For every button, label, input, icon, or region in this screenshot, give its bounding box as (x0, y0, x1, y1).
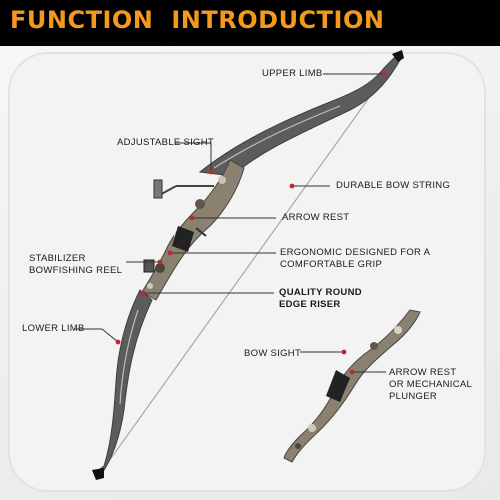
leader-lines (74, 73, 386, 373)
label-bowfishing-reel: BOWFISHING REEL (29, 265, 123, 276)
label-arrow-rest: ARROW REST (282, 212, 350, 223)
header-bar: FUNCTION INTRODUCTION (0, 0, 500, 46)
label-quality-riser: QUALITY ROUND EDGE RISER (279, 287, 362, 311)
label-stabilizer-reel: STABILIZER BOWFISHING REEL (29, 253, 122, 277)
sight-pin-block (153, 179, 163, 199)
arrow-rest-arm (195, 227, 207, 237)
title-word-introduction: INTRODUCTION (171, 6, 385, 34)
label-ergonomic-line1: ERGONOMIC DESIGNED FOR A (280, 247, 431, 258)
label-ergonomic-line2: COMFORTABLE GRIP (280, 259, 383, 270)
label-quality-line2: EDGE RISER (279, 299, 341, 310)
upper-limb-tip (392, 50, 404, 62)
label-bow-sight: BOW SIGHT (244, 348, 302, 359)
lower-limb-shape (95, 289, 153, 477)
label-stabilizer: STABILIZER (29, 253, 86, 264)
riser-shape (141, 159, 245, 301)
riser-closeup (283, 309, 421, 463)
content-frame (8, 52, 486, 492)
label-adjustable-sight: ADJUSTABLE SIGHT (117, 137, 215, 148)
title-word-function: FUNCTION (10, 6, 154, 34)
label-arrow-rest2-line3: PLUNGER (389, 391, 438, 402)
label-lower-limb: LOWER LIMB (22, 323, 85, 334)
label-arrow-rest2-line2: OR MECHANICAL (389, 379, 473, 390)
pointer-dots (115, 71, 387, 375)
label-arrow-rest-plunger: ARROW REST OR MECHANICAL PLUNGER (389, 367, 472, 403)
reel-mount (143, 259, 155, 273)
label-ergonomic-grip: ERGONOMIC DESIGNED FOR A COMFORTABLE GRI… (280, 247, 430, 271)
bow-string (103, 73, 387, 469)
lower-limb-tip (92, 468, 104, 480)
page-title: FUNCTION INTRODUCTION (10, 6, 384, 34)
label-upper-limb: UPPER LIMB (262, 68, 323, 79)
label-arrow-rest2-line1: ARROW REST (389, 367, 457, 378)
label-durable-bow-string: DURABLE BOW STRING (336, 180, 451, 191)
grip-shape (172, 226, 194, 252)
label-quality-line1: QUALITY ROUND (279, 287, 362, 298)
